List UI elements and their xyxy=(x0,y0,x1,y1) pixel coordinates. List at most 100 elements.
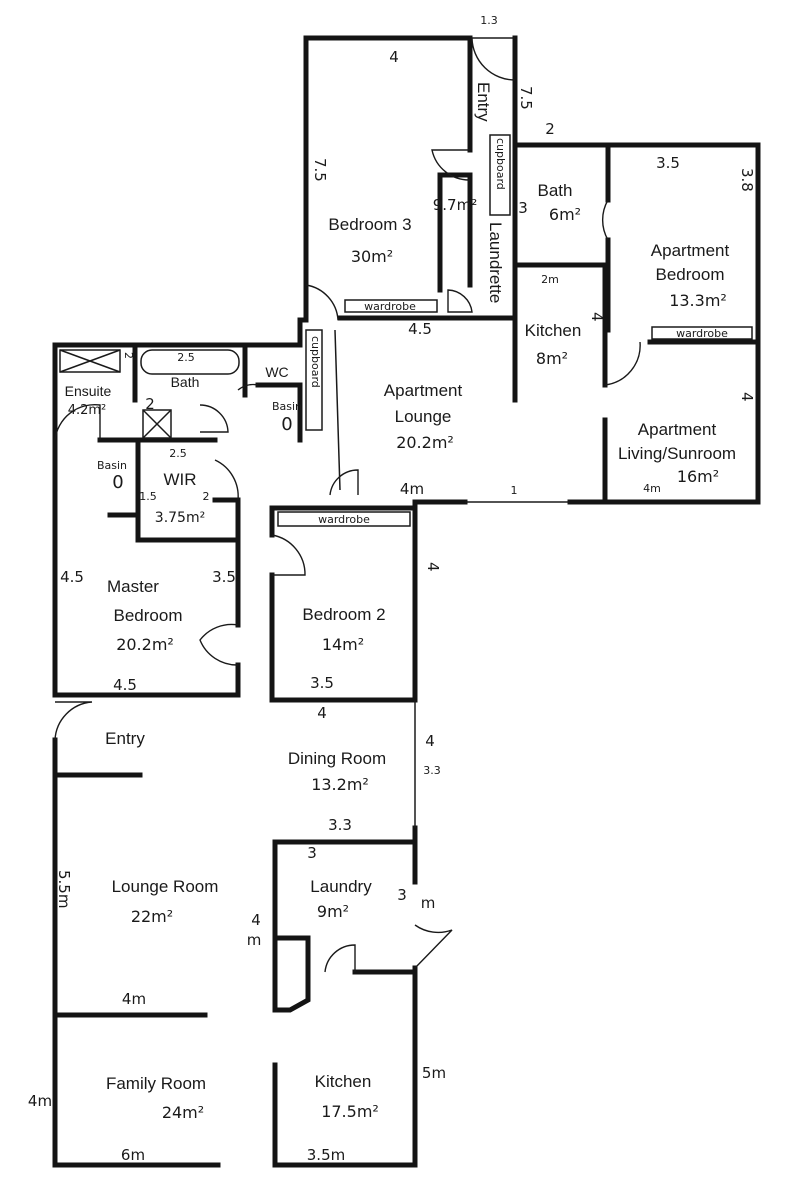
door-laundrette xyxy=(447,289,473,313)
label-entry-top: Entry xyxy=(474,82,493,122)
label-wc: WC xyxy=(265,364,288,380)
area-kitchen-main: 17.5m² xyxy=(321,1102,379,1121)
basin-wc-symbol: 0 xyxy=(281,414,292,435)
label-main-bath: Bath xyxy=(171,374,200,390)
area-bedroom3: 30m² xyxy=(351,247,393,266)
dim-master-bottom: 4.5 xyxy=(113,676,137,694)
dim-lounge-inner-unit: m xyxy=(247,931,262,949)
cupboard-entry xyxy=(489,134,511,216)
label-family-room: Family Room xyxy=(106,1074,206,1093)
dim-dining-right: 4 xyxy=(425,732,435,750)
label-dining: Dining Room xyxy=(288,749,386,768)
dim-kitchen-side: 4 xyxy=(588,312,606,322)
dim-wir-right: 2 xyxy=(203,490,210,503)
wardrobe-apartment-label: wardrobe xyxy=(676,327,728,340)
door-hall xyxy=(305,284,339,321)
room-labels: Bedroom 3 30m² 9.7m² Laundrette Entry Ba… xyxy=(65,82,736,1122)
dim-wir-top: 2.5 xyxy=(169,447,187,460)
dim-bed2-right: 4 xyxy=(424,562,442,572)
label-apartment-living-1: Apartment xyxy=(638,420,717,439)
dim-living-side: 4 xyxy=(738,392,756,402)
door-ensuite xyxy=(54,403,101,441)
door-laundry-external xyxy=(414,924,453,969)
shower-cross-b xyxy=(142,409,172,439)
walls xyxy=(52,35,761,1168)
label-laundrette: Laundrette xyxy=(486,222,505,303)
dim-dining-right2: 3.3 xyxy=(423,764,441,777)
basin-master-label: Basin xyxy=(97,459,127,472)
dim-bath-top: 2.5 xyxy=(177,351,195,364)
area-laundrette: 9.7m² xyxy=(433,196,477,214)
dim-master-right: 3.5 xyxy=(212,568,236,586)
dim-lounge-left: 5.5m xyxy=(55,870,73,908)
wall-laundry-cupboard xyxy=(272,935,311,1013)
door-lounge xyxy=(329,469,359,496)
dim-bedroom-top: 3.5 xyxy=(656,154,680,172)
ensuite-cross-b xyxy=(59,349,121,373)
door-wc xyxy=(237,383,259,391)
wardrobe-bedroom2-label: wardrobe xyxy=(318,513,370,526)
wardrobe-bedroom2 xyxy=(277,511,411,527)
door-entry-top xyxy=(471,37,516,81)
dim-laundry-right-unit: m xyxy=(421,894,436,912)
door-front-entry xyxy=(54,701,93,741)
door-wir xyxy=(214,459,239,501)
dimension-labels: 4 1.3 7.5 7.5 4.5 2 3 3.5 3.8 2m 4 4 4m … xyxy=(28,14,756,1164)
cupboard-entry-label: cupboard xyxy=(494,138,507,190)
label-master-2: Bedroom xyxy=(114,606,183,625)
door-laundry xyxy=(324,944,356,973)
doors xyxy=(54,37,641,973)
dim-kitchen-top: 2m xyxy=(541,273,559,286)
label-kitchen-main: Kitchen xyxy=(315,1072,372,1091)
dim-wir-left: 1.5 xyxy=(139,490,157,503)
dim-family-left: 4m xyxy=(28,1092,52,1110)
basin-wc-label: Basin xyxy=(272,400,302,413)
area-family-room: 24m² xyxy=(162,1103,204,1122)
label-bedroom2: Bedroom 2 xyxy=(302,605,385,624)
label-bedroom3: Bedroom 3 xyxy=(328,215,411,234)
dim-ensuite-side: 2 xyxy=(122,352,135,359)
label-apartment-kitchen: Kitchen xyxy=(525,321,582,340)
door-master xyxy=(199,623,239,666)
dim-laundry-right: 3 xyxy=(397,886,407,904)
door-bedroom2 xyxy=(271,534,306,576)
fixture-labels: wardrobe wardrobe wardrobe cupboard cupb… xyxy=(97,138,728,526)
lounge-left-edge xyxy=(334,329,341,491)
area-laundry: 9m² xyxy=(317,902,349,921)
dim-lounge-mid: 1 xyxy=(511,484,518,497)
label-master-1: Master xyxy=(107,577,159,596)
dim-entry-width: 1.3 xyxy=(480,14,498,27)
cupboard-hall-label: cupboard xyxy=(309,336,322,388)
dim-b3-bottom: 4.5 xyxy=(408,320,432,338)
dim-master-left: 4.5 xyxy=(60,568,84,586)
dim-dining-top: 4 xyxy=(317,704,327,722)
dim-lounge-bottom: 4m xyxy=(400,480,424,498)
label-apartment-bath: Bath xyxy=(538,181,573,200)
label-ensuite: Ensuite xyxy=(65,383,112,399)
dim-kitchen-right: 5m xyxy=(422,1064,446,1082)
label-entry-main: Entry xyxy=(105,729,145,748)
wardrobe-apartment xyxy=(651,326,753,340)
area-apartment-kitchen: 8m² xyxy=(536,349,568,368)
door-apartment-bedroom xyxy=(604,341,641,386)
label-laundry: Laundry xyxy=(310,877,372,896)
dim-lounge-bottom: 4m xyxy=(122,990,146,1008)
area-apartment-bedroom: 13.3m² xyxy=(669,291,727,310)
area-apartment-lounge: 20.2m² xyxy=(396,433,454,452)
dim-apartment-top: 2 xyxy=(545,120,555,138)
area-lounge-room: 22m² xyxy=(131,907,173,926)
shower-tray xyxy=(142,409,172,439)
area-master: 20.2m² xyxy=(116,635,174,654)
area-wir: 3.75m² xyxy=(155,510,205,526)
dim-kitchen-bottom: 3.5m xyxy=(307,1146,345,1164)
area-apartment-bath: 6m² xyxy=(549,205,581,224)
area-dining: 13.2m² xyxy=(311,775,369,794)
area-apartment-living: 16m² xyxy=(677,467,719,486)
label-wir: WIR xyxy=(163,470,196,489)
bathtub xyxy=(140,349,240,375)
fixtures xyxy=(59,134,753,828)
dim-living-bottom: 4m xyxy=(643,482,661,495)
wardrobe-bedroom3-label: wardrobe xyxy=(364,300,416,313)
ensuite-shower xyxy=(59,349,121,373)
